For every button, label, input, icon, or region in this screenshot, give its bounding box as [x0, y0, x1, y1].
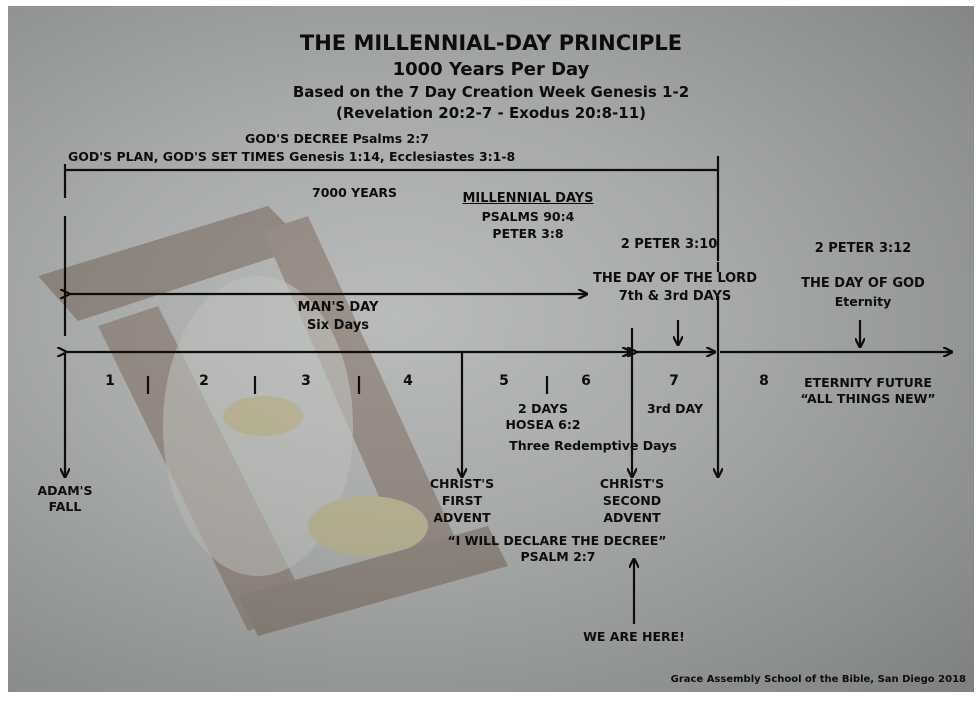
references-text: (Revelation 20:2-7 - Exodus 20:8-11) — [335, 104, 646, 122]
second-advent-line1: CHRIST'S — [599, 476, 665, 491]
millennial-ref-2: PETER 3:8 — [492, 226, 564, 241]
peter-310: 2 PETER 3:10 — [620, 237, 718, 252]
adams-fall-line1: ADAM'S — [37, 483, 93, 498]
we-are-here: WE ARE HERE! — [583, 629, 685, 644]
basis-text: Based on the 7 Day Creation Week Genesis… — [292, 83, 690, 101]
hosea-line1: 2 DAYS — [518, 401, 568, 416]
timeline-lines — [8, 156, 974, 624]
credit-text: Grace Assembly School of the Bible, San … — [670, 674, 966, 685]
psalm-ref: PSALM 2:7 — [520, 549, 596, 564]
day-of-lord-line1: THE DAY OF THE LORD — [593, 271, 757, 286]
millennial-ref-1: PSALMS 90:4 — [481, 209, 575, 224]
diagram-title: THE MILLENNIAL-DAY PRINCIPLE — [299, 31, 683, 55]
subtitle: 1000 Years Per Day — [392, 59, 590, 80]
hosea-line2: HOSEA 6:2 — [505, 417, 581, 432]
decree-text: GOD'S DECREE Psalms 2:7 — [245, 131, 429, 146]
mans-day-line1: MAN'S DAY — [297, 300, 379, 315]
day-number: 8 — [759, 373, 769, 389]
second-advent-line2: SECOND — [602, 493, 662, 508]
day-number: 7 — [669, 373, 679, 389]
second-advent-line3: ADVENT — [603, 510, 661, 525]
peter-312: 2 PETER 3:12 — [814, 241, 912, 256]
day-number: 4 — [403, 373, 413, 389]
millennial-heading: MILLENNIAL DAYS — [462, 191, 594, 206]
day-number: 6 — [581, 373, 591, 389]
day-number: 1 — [105, 373, 115, 389]
hourglass-background-image — [38, 206, 508, 636]
plan-text: GOD'S PLAN, GOD'S SET TIMES Genesis 1:14… — [68, 149, 516, 164]
day-of-god-line2: Eternity — [834, 294, 892, 309]
day-of-god-line1: THE DAY OF GOD — [801, 276, 925, 291]
day-of-lord-line2: 7th & 3rd DAYS — [618, 289, 732, 304]
third-day: 3rd DAY — [646, 401, 704, 416]
mans-day-line2: Six Days — [306, 318, 370, 333]
adams-fall-line2: FALL — [48, 499, 82, 514]
first-advent-line2: FIRST — [441, 493, 483, 508]
declare-quote: “I WILL DECLARE THE DECREE” — [447, 533, 667, 548]
day-number: 3 — [301, 373, 311, 389]
first-advent-line3: ADVENT — [433, 510, 491, 525]
total-years: 7000 YEARS — [312, 185, 398, 200]
redemptive-days: Three Redemptive Days — [509, 438, 677, 453]
eternity-line1: ETERNITY FUTURE — [804, 375, 932, 390]
eternity-line2: “ALL THINGS NEW” — [800, 391, 936, 406]
first-advent-line1: CHRIST'S — [429, 476, 495, 491]
day-number: 2 — [199, 373, 209, 389]
diagram-canvas: THE MILLENNIAL-DAY PRINCIPLE 1000 Years … — [8, 6, 974, 692]
day-number: 5 — [499, 373, 509, 389]
